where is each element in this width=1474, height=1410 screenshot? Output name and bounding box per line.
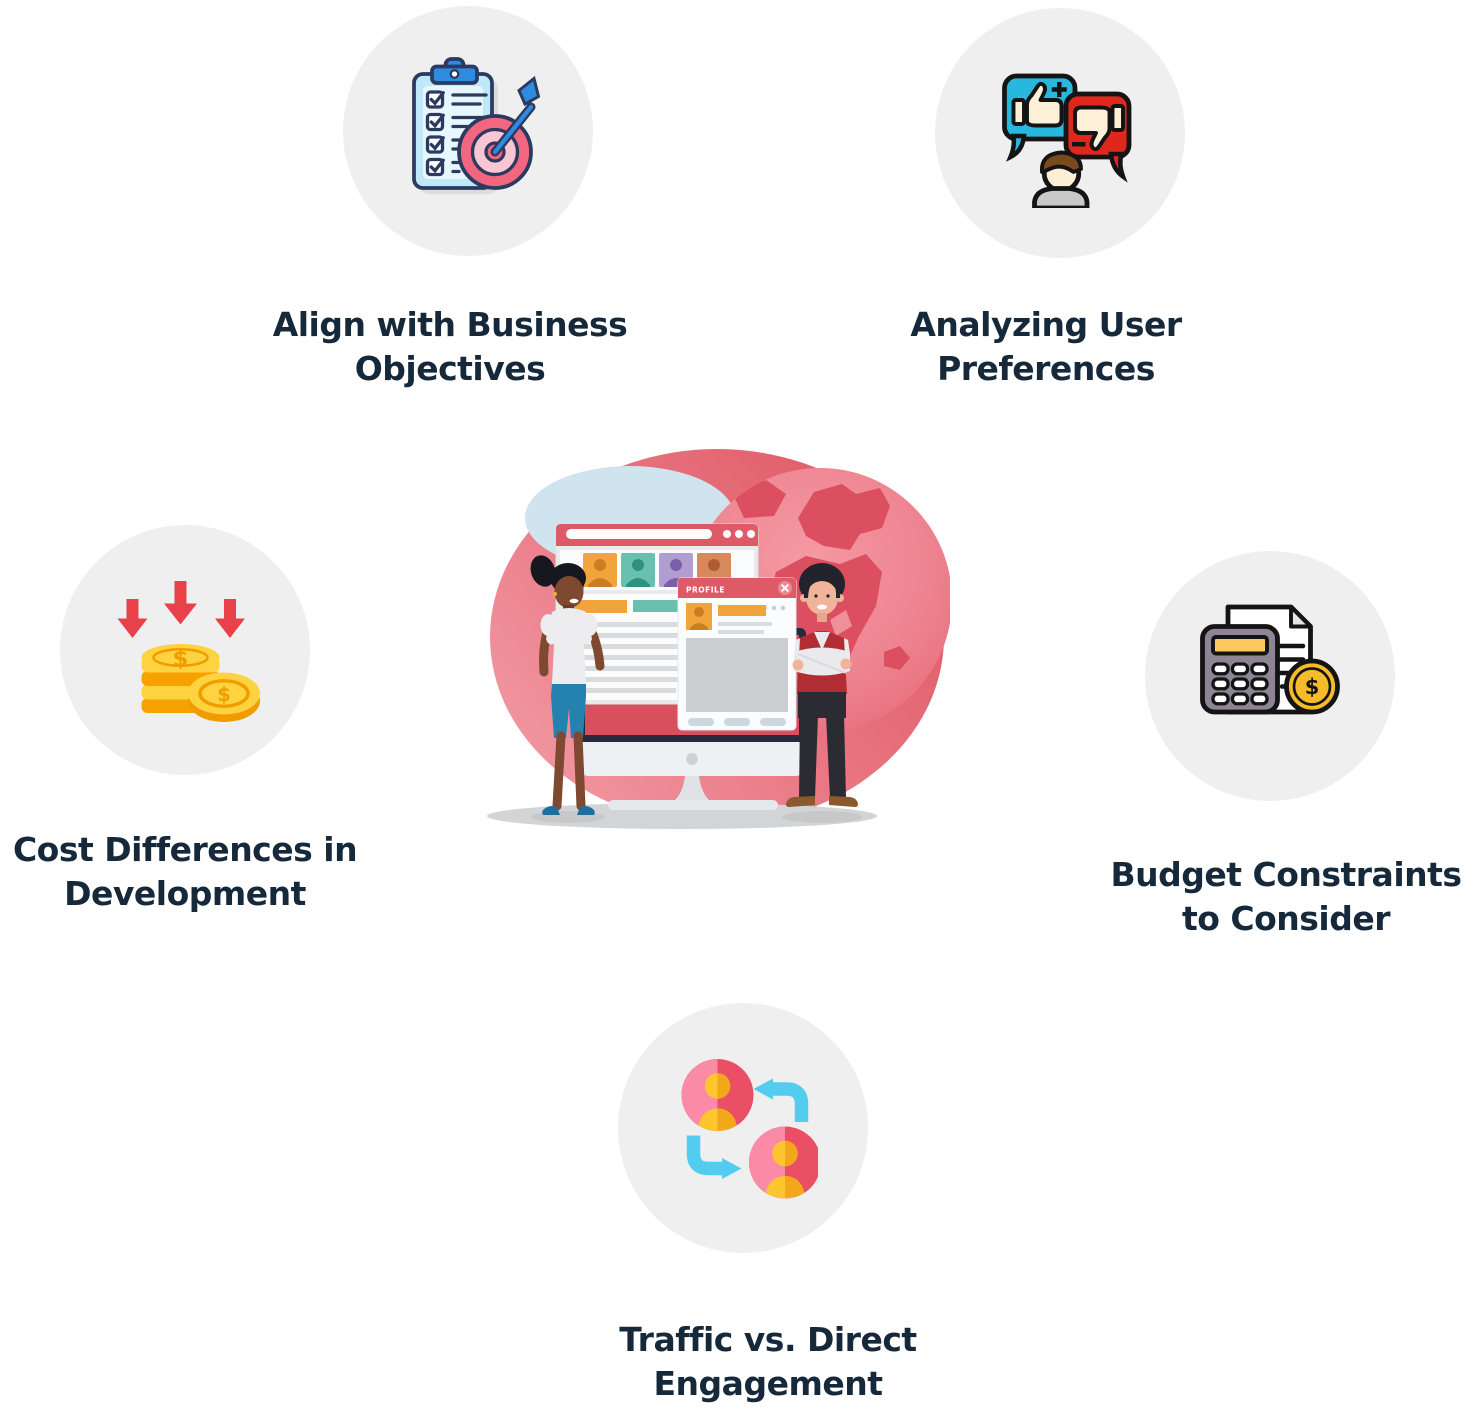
man-illustration [782,563,862,823]
monitor-base [608,800,778,810]
label-line: to Consider [1181,899,1391,938]
label-line: Align with Business [272,305,628,344]
calculator-document-coin-icon: $ [1200,604,1340,715]
user-circle-1 [681,1059,754,1131]
label-line: Objectives [354,349,546,388]
calculator [1200,624,1280,715]
node-label-budget-constraints: Budget Constraints to Consider [1086,853,1474,941]
svg-text:$: $ [1305,675,1320,699]
feed-text-lines [570,622,722,693]
browser-header-dots [723,530,755,538]
label-line: Traffic vs. Direct [619,1320,917,1359]
monitor-logo-dot [686,753,698,765]
coins-cost-decrease-icon: $ $ [117,581,260,722]
thumbs-down-bubble [1063,91,1132,183]
node-circle-budget-constraints: $ [1145,551,1395,801]
node-circle-align-objectives [343,6,593,256]
node-label-traffic-engagement: Traffic vs. Direct Engagement [568,1318,968,1406]
down-arrows [117,581,245,638]
node-label-cost-differences: Cost Differences in Development [0,828,385,916]
thumbs-up-bubble [1002,73,1078,162]
browser-address-bar [566,529,712,539]
dollar-coin: $ [1284,658,1340,715]
svg-text:$: $ [173,646,189,672]
node-circle-cost-differences: $ $ [60,525,310,775]
node-label-user-preferences: Analyzing User Preferences [846,303,1246,391]
close-icon [778,581,792,595]
label-line: Budget Constraints [1110,855,1462,894]
users-exchange-arrows-icon [681,1059,818,1199]
woman-illustration [530,555,605,823]
user-feedback-thumbs-icon [1002,73,1132,208]
clipboard-checklist-target-icon [412,57,541,194]
coin-stack: $ [141,644,220,713]
label-line: Development [64,874,306,913]
dart [490,75,541,157]
user-circle-2 [749,1126,818,1199]
label-line: Preferences [937,349,1155,388]
center-illustration: PROFILE [487,449,950,829]
person [1032,150,1090,208]
profile-popup-title: PROFILE [686,586,725,595]
popup-image-placeholder [686,638,788,712]
profile-popup-window: PROFILE [677,577,797,731]
node-circle-user-preferences [935,8,1185,258]
popup-dots [762,605,786,611]
node-label-align-objectives: Align with Business Objectives [250,303,650,391]
feed-teal-bar [633,600,683,612]
label-line: Engagement [653,1364,883,1403]
label-line: Cost Differences in [12,830,358,869]
monitor-stand [675,776,709,800]
popup-buttons [688,718,786,726]
profile-popup-header [678,578,796,598]
feed-orange-bar [570,600,627,613]
earring [553,592,557,596]
svg-text:$: $ [217,683,231,706]
exchange-arrows [686,1078,809,1179]
label-line: Analyzing User [910,305,1182,344]
coin-front: $ [188,672,260,722]
node-circle-traffic-engagement [618,1003,868,1253]
